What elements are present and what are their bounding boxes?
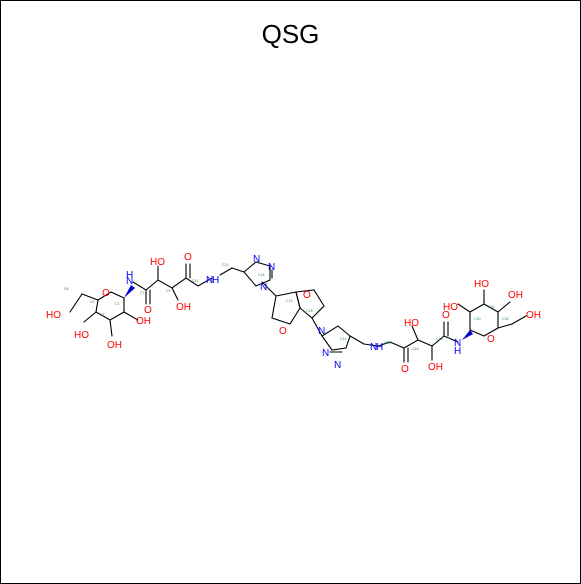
triazole-nitrogen-label: N (322, 348, 329, 359)
bond (171, 287, 179, 301)
atom-index: C3 (100, 313, 105, 317)
left-triazole-ring (243, 261, 271, 287)
bond (261, 281, 277, 297)
bond (349, 335, 365, 345)
bond (83, 311, 97, 323)
amide-hydrogen-label: H (212, 275, 219, 286)
hydroxyl-label: HO (150, 257, 165, 268)
hydroxyl-label: OH (176, 302, 191, 313)
bond (231, 267, 245, 273)
carbonyl-oxygen-label: O (401, 364, 409, 375)
atom-index: C28 (436, 337, 443, 341)
molecule-title: QSG (261, 19, 320, 49)
hydroxyl-label: HO (474, 279, 489, 290)
bond (109, 319, 113, 337)
hydroxyl-label: OH (526, 310, 541, 321)
bond (69, 293, 83, 313)
left-sugar-ring (69, 285, 139, 337)
hydroxyl-label: OH (508, 290, 523, 301)
amide-nitrogen-label: N (126, 276, 133, 287)
triazole-nitrogen-label: N (318, 326, 325, 337)
ring-oxygen-label: O (102, 288, 110, 299)
wedge-bond (462, 330, 473, 340)
amide-hydrogen-label: H (454, 346, 461, 357)
hydroxyl-label: HO (74, 330, 89, 341)
triazole-nitrogen-label: N (260, 282, 267, 293)
right-triazole (321, 325, 365, 353)
wedge-bond (124, 285, 135, 298)
atom-index: C34 (502, 317, 509, 321)
bond (511, 315, 527, 325)
hydroxyl-label: HO (404, 318, 419, 329)
amide-nitrogen-label: N (370, 342, 377, 353)
central-left-ring (271, 291, 301, 325)
right-sugar-ring (457, 289, 527, 337)
carbonyl-oxygen-label: O (442, 310, 450, 321)
triazole-nitrogen-label: N (253, 254, 260, 265)
atom-index: C24 (384, 341, 391, 345)
bond (311, 317, 323, 337)
bond (123, 311, 139, 321)
amide-nitrogen-label: N (454, 338, 461, 349)
bond (457, 303, 471, 313)
atom-index: C12 (222, 263, 229, 267)
atom-index: C21 (340, 337, 347, 341)
atom-index: C32 (488, 305, 495, 309)
atom-index: C26 (412, 347, 419, 351)
hydroxyl-label: HO (46, 310, 61, 321)
amide-nitrogen-label: N (206, 275, 213, 286)
left-amide-chain (132, 263, 245, 305)
bond (497, 323, 513, 329)
atom-index: C15 (286, 299, 293, 303)
right-amide-chain (363, 321, 473, 363)
atom-labels: HO O N H OH HO OH O HO OH O N H N N N O … (46, 252, 541, 375)
bond (81, 293, 99, 301)
hydroxyl-label: HO (443, 302, 458, 313)
ring-oxygen-label: O (279, 326, 287, 337)
ring-oxygen-label: O (303, 290, 311, 301)
amide-hydrogen-label: H (126, 270, 133, 281)
triazole-nitrogen-label: N (268, 262, 275, 273)
atom-index: C6 (64, 287, 69, 291)
atom-index: C5 (90, 300, 95, 304)
atom-index-annotations: C6 C5 C1 C3 C7 C9 C11 C12 C14 C15 C18 C2… (64, 263, 509, 351)
hydroxyl-label: OH (136, 316, 151, 327)
carbonyl-oxygen-label: O (184, 252, 192, 263)
atom-index: C30 (474, 317, 481, 321)
atom-index: C9 (166, 289, 171, 293)
hydroxyl-label: OH (428, 362, 443, 373)
atom-index: C1 (115, 302, 120, 306)
central-right-ring (295, 289, 325, 319)
left-triazole (243, 261, 277, 297)
bond (497, 301, 511, 313)
atom-index: C14 (258, 273, 265, 277)
amide-hydrogen-label: H (376, 342, 383, 353)
right-triazole-ring (321, 325, 351, 351)
bond (411, 325, 419, 341)
carbonyl-oxygen-label: O (144, 305, 152, 316)
atom-index: C11 (192, 279, 199, 283)
atom-index: C7 (140, 291, 145, 295)
bond (219, 267, 233, 276)
right-chain-bonds (363, 335, 459, 349)
triazole-nitrogen-label: N (334, 360, 341, 371)
hydroxyl-label: OH (107, 340, 122, 351)
ring-oxygen-label: O (487, 334, 495, 345)
atom-index: C18 (306, 309, 313, 313)
central-fused-rings (271, 289, 325, 337)
